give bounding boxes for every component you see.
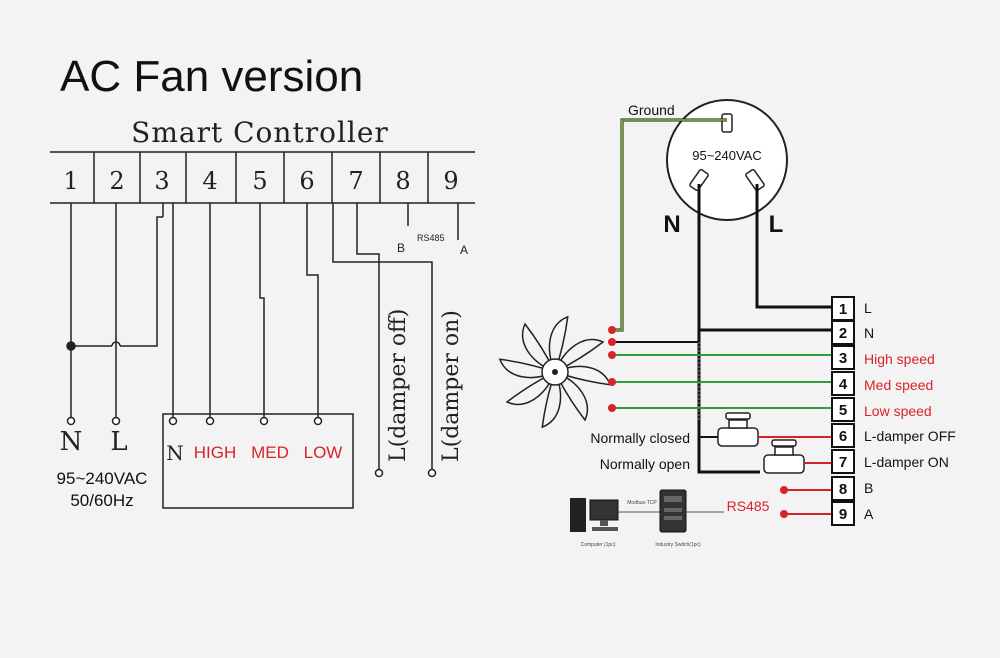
socket-voltage-label: 95~240VAC <box>692 148 762 163</box>
neutral-wire <box>697 184 760 474</box>
wire-jumper-right <box>120 216 163 347</box>
wire-jump-arc <box>111 341 121 347</box>
low-label: LOW <box>304 443 343 462</box>
terminal-number: 8 <box>395 167 410 195</box>
rs485-a-dot <box>780 510 788 518</box>
fan-wire-dots <box>608 326 616 412</box>
right-diagram: 95~240VAC Ground N L <box>498 99 956 548</box>
junction-dot <box>66 341 76 351</box>
terminal-label: L-damper ON <box>864 454 949 470</box>
page-title: AC Fan version <box>60 52 364 101</box>
terminal-number: 5 <box>252 167 267 195</box>
industry-switch-icon <box>659 489 687 533</box>
terminal-num: 7 <box>839 454 847 471</box>
left-diagram: Smart Controller 1 2 3 4 5 6 7 8 9 <box>50 116 475 510</box>
socket-ground-pin <box>721 113 733 133</box>
terminal-label: B <box>864 480 873 496</box>
socket-n-pin <box>689 168 709 192</box>
terminal-num: 3 <box>839 350 847 367</box>
terminal-label: L <box>864 300 872 316</box>
terminal-num: 2 <box>839 325 847 342</box>
live-wire <box>755 184 832 309</box>
right-terminal-numbers: 1 2 3 4 5 6 7 8 9 <box>839 301 848 523</box>
high-label: HIGH <box>194 443 237 462</box>
wire-terminal-7 <box>356 203 380 470</box>
normally-open-label: Normally open <box>600 456 690 472</box>
terminal-rings <box>66 416 437 478</box>
terminal-label: A <box>864 506 874 522</box>
terminal-number: 9 <box>443 167 458 195</box>
left-voltage-label: 95~240VAC <box>57 469 148 488</box>
valve-normally-closed-icon <box>717 412 759 447</box>
valve-normally-open-icon <box>763 439 805 474</box>
terminal-dividers <box>93 152 429 203</box>
terminal-label: Med speed <box>864 377 933 393</box>
damper-off-label: L(damper off) <box>386 309 411 462</box>
terminal-num: 4 <box>839 376 848 393</box>
mains-n-label: N <box>663 211 680 238</box>
computer-icon <box>570 498 619 532</box>
terminal-label: High speed <box>864 351 935 367</box>
terminal-num: 6 <box>839 428 847 445</box>
med-label: MED <box>251 443 289 462</box>
terminal-number: 4 <box>202 167 217 195</box>
terminal-number: 2 <box>109 167 124 195</box>
terminal-number: 3 <box>154 167 169 195</box>
ground-label: Ground <box>628 102 675 118</box>
terminal-num: 8 <box>839 481 847 498</box>
terminal-numbers: 1 2 3 4 5 6 7 8 9 <box>63 167 458 195</box>
terminal-number: 6 <box>299 167 314 195</box>
socket-l-pin <box>745 168 765 192</box>
terminal-label: N <box>864 325 874 341</box>
computer-label: Computer (1pc) <box>581 542 616 548</box>
modbus-label: Modbus-TCP <box>627 500 657 506</box>
terminal-num: 1 <box>839 301 847 318</box>
rs485-label: RS485 <box>417 233 445 243</box>
switch-label: Industry Switch(1pc) <box>655 542 701 548</box>
ground-wire <box>612 119 727 331</box>
terminal-number: 7 <box>348 167 363 195</box>
terminal-num: 5 <box>839 402 847 419</box>
left-l-label: L <box>110 427 127 457</box>
a-label: A <box>460 243 468 257</box>
terminal-label: L-damper OFF <box>864 428 956 444</box>
fan-icon <box>498 315 612 429</box>
terminal-number: 1 <box>63 167 78 195</box>
wire-terminal-5 <box>259 203 265 418</box>
wire-terminal-6-alt <box>332 203 433 470</box>
controller-label: Smart Controller <box>131 116 389 149</box>
rs485-b-dot <box>780 486 788 494</box>
b-label: B <box>397 241 405 255</box>
right-terminal-labels: L N High speed Med speed Low speed L-dam… <box>864 300 956 522</box>
mains-l-label: L <box>769 211 784 238</box>
box-n-label: N <box>166 441 184 465</box>
right-terminal-block <box>831 296 855 526</box>
wire-terminal-6 <box>306 203 319 418</box>
terminal-label: Low speed <box>864 403 932 419</box>
rs485-right-label: RS485 <box>727 498 770 514</box>
left-frequency-label: 50/60Hz <box>70 491 133 510</box>
left-n-label: N <box>60 427 83 457</box>
terminal-num: 9 <box>839 506 847 523</box>
fan-motor-box <box>162 413 354 509</box>
normally-closed-label: Normally closed <box>590 430 690 446</box>
damper-on-label: L(damper on) <box>439 310 464 462</box>
